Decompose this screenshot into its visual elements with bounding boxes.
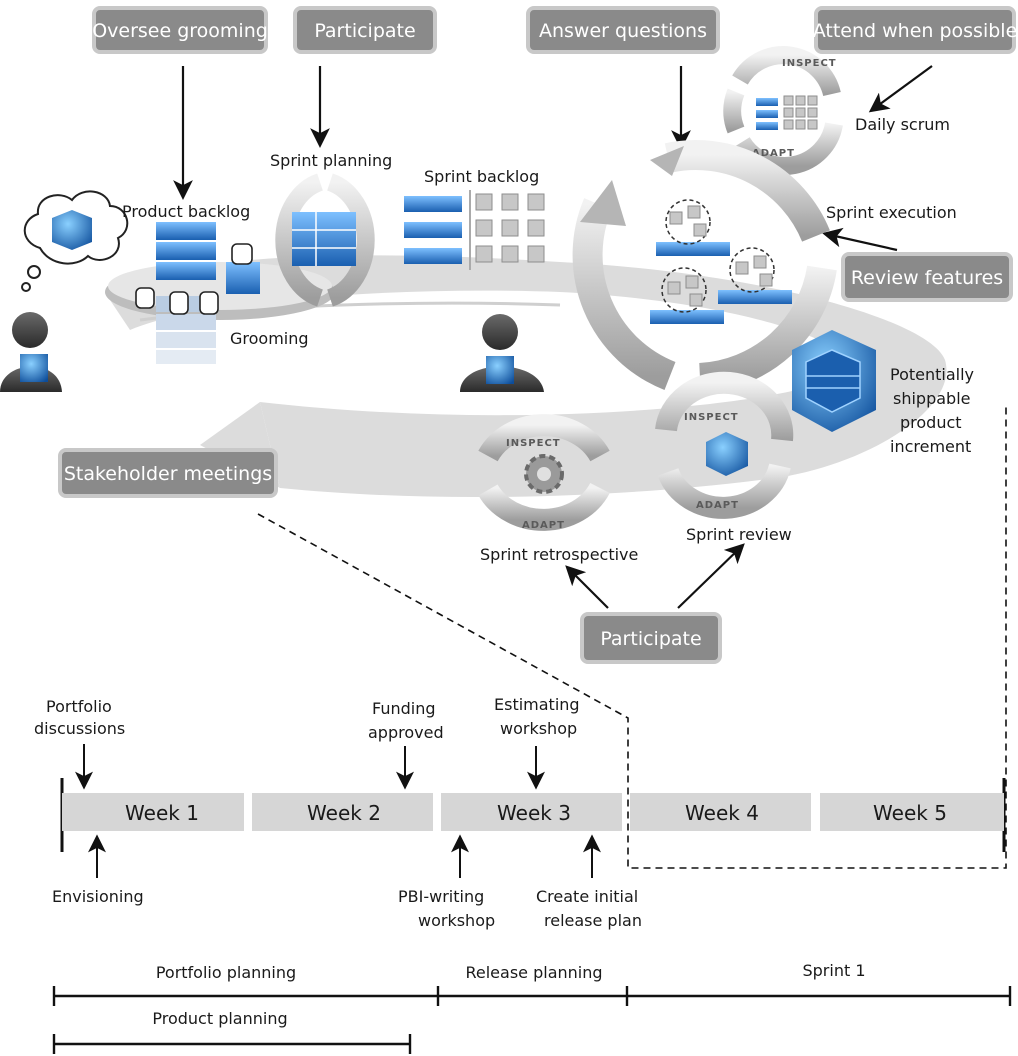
stakeholder-meetings-text: Stakeholder meetings [64,463,272,485]
product-backlog-label: Product backlog [122,202,250,221]
retrospective-inspect-text: INSPECT [506,438,561,449]
funding-approved-line-1: Funding [372,699,436,718]
daily-scrum-cycle-icon: INSPECT ADAPT [723,46,843,175]
sprint-planning-label: Sprint planning [270,151,392,170]
sprint-review-adapt-text: ADAPT [696,500,739,511]
attend-when-possible-text: Attend when possible [813,20,1018,42]
release-planning-label: Release planning [465,963,602,982]
timeline-event-arrows [75,744,601,878]
psi-line-2: shippable [893,389,970,408]
review-features-callout: Review features [841,252,1013,302]
product-backlog-stack [135,222,260,364]
estimating-workshop-line-2: workshop [500,719,577,738]
week-1-label: Week 1 [125,801,199,825]
scrum-team-figure [460,314,544,392]
sprint-1-label: Sprint 1 [802,961,865,980]
sprint-backlog-label: Sprint backlog [424,167,539,186]
sprint-backlog-grid [404,190,545,270]
daily-scrum-label: Daily scrum [855,115,950,134]
psi-line-3: product [900,413,962,432]
envisioning-label: Envisioning [52,887,144,906]
hand-icon [169,291,189,315]
pbi-writing-line-1: PBI-writing [398,887,484,906]
psi-line-1: Potentially [890,365,974,384]
participate-bottom-callout: Participate [580,612,722,664]
sprint-review-inspect-text: INSPECT [684,412,739,423]
week-2-bar [252,793,433,831]
grooming-label: Grooming [230,329,309,348]
sprint-retrospective-cycle-icon: INSPECT ADAPT [478,414,610,531]
hand-icon [135,287,155,309]
week-3-bar [441,793,622,831]
portfolio-discussions-line-1: Portfolio [46,697,112,716]
stakeholder-meetings-callout: Stakeholder meetings [58,448,278,498]
sprint-retrospective-label: Sprint retrospective [480,545,638,564]
retrospective-adapt-text: ADAPT [522,520,565,531]
estimating-workshop-line-1: Estimating [494,695,580,714]
participate-top-text: Participate [314,20,415,42]
pbi-writing-line-2: workshop [418,911,495,930]
daily-scrum-inspect-text: INSPECT [782,58,837,69]
answer-questions-callout: Answer questions [526,6,720,54]
product-increment-cube [792,330,876,432]
product-owner-thought-bubble [21,190,129,292]
hand-icon [199,291,219,315]
review-features-text: Review features [851,267,1003,289]
oversee-grooming-text: Oversee grooming [92,20,268,42]
initial-release-plan-line-1: Create initial [536,887,638,906]
callout-arrows [173,65,933,609]
dashed-connectors [257,404,1007,869]
answer-questions-text: Answer questions [539,20,707,42]
phase-spans [52,986,1012,1054]
sprint-review-label: Sprint review [686,525,792,544]
initial-release-plan-line-2: release plan [544,911,642,930]
oversee-grooming-callout: Oversee grooming [92,6,268,54]
portfolio-planning-label: Portfolio planning [156,963,296,982]
funding-approved-line-2: approved [368,723,444,742]
sprint-execution-cycle-icon [572,140,837,393]
week-5-bar [820,793,1004,831]
portfolio-discussions-line-2: discussions [34,719,125,738]
week-3-label: Week 3 [497,801,571,825]
week-4-bar [630,793,811,831]
participate-top-callout: Participate [293,6,437,54]
sprint-planning-cycle-icon [275,173,375,307]
product-owner-figure [0,312,62,392]
sprint-execution-label: Sprint execution [826,203,957,222]
hand-icon [231,243,253,265]
week-2-label: Week 2 [307,801,381,825]
week-4-label: Week 4 [685,801,759,825]
participate-bottom-text: Participate [600,628,701,650]
sprint-review-cycle-icon: INSPECT ADAPT [655,371,794,519]
attend-when-possible-callout: Attend when possible [813,6,1018,54]
week-1-bar [62,793,244,831]
timeline: Week 1 Week 2 Week 3 Week 4 Week 5 [60,778,1006,852]
daily-scrum-adapt-text: ADAPT [752,148,795,159]
product-planning-label: Product planning [152,1009,287,1028]
week-5-label: Week 5 [873,801,947,825]
psi-line-4: increment [890,437,971,456]
